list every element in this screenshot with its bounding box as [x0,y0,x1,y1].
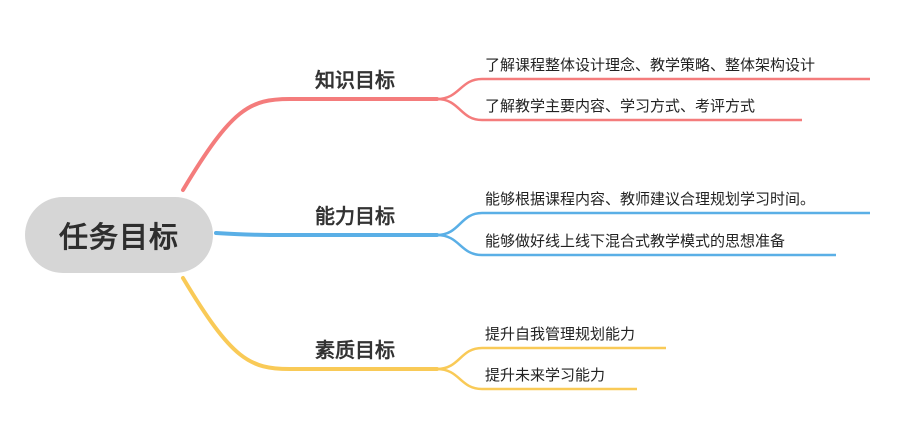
branch-ability[interactable]: 能力目标 [315,204,395,228]
connector-root-ability [214,231,439,237]
leaf-knowledge-2[interactable]: 了解教学主要内容、学习方式、考评方式 [485,97,756,115]
branch-knowledge[interactable]: 知识目标 [315,68,395,92]
leaf-ability-1[interactable]: 能够根据课程内容、教师建议合理规划学习时间。 [485,190,816,208]
connector-knowledge-leaf-2 [436,97,802,122]
leaf-quality-2[interactable]: 提升未来学习能力 [485,366,606,384]
connector-ability-leaf-1 [436,211,870,237]
connector-quality-leaf-2 [436,367,637,391]
root-node-label: 任务目标 [58,220,179,254]
connector-root-knowledge [181,97,439,192]
leaf-ability-2[interactable]: 能够做好线上线下混合式教学模式的思想准备 [485,232,786,250]
connector-quality-leaf-1 [436,346,666,371]
connector-root-quality [181,276,439,371]
connector-knowledge-leaf-1 [436,77,870,101]
root-node[interactable]: 任务目标 [25,197,213,273]
leaf-knowledge-1[interactable]: 了解课程整体设计理念、教学策略、整体架构设计 [485,56,816,74]
leaf-quality-1[interactable]: 提升自我管理规划能力 [485,325,636,343]
branch-quality[interactable]: 素质目标 [315,338,395,362]
connector-ability-leaf-2 [436,233,836,257]
